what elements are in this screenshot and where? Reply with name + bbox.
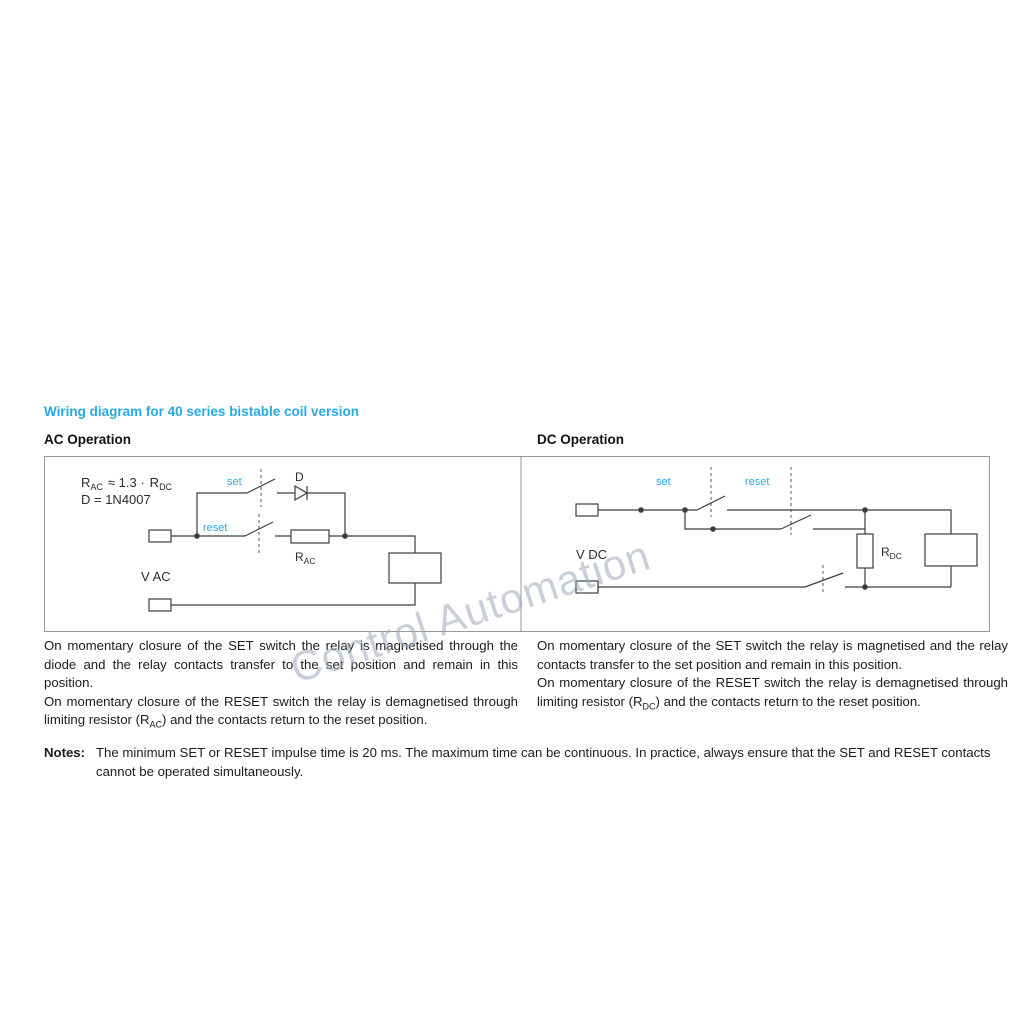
junction-dot (862, 584, 868, 590)
dc-input-terminal (575, 503, 599, 517)
ac-diode-label: D (295, 470, 304, 484)
notes-text: The minimum SET or RESET impulse time is… (96, 745, 991, 779)
dc-set-label: set (656, 476, 671, 488)
notes-section: Notes: The minimum SET or RESET impulse … (44, 744, 1008, 781)
ac-set-contact (246, 478, 276, 494)
dc-wires (598, 509, 952, 588)
notes-label: Notes: (44, 745, 86, 760)
dc-circuit-diagram: set reset RDC V DC (575, 467, 978, 594)
dc-paragraph-2: On momentary closure of the RESET switch… (537, 674, 1008, 711)
ac-diode (294, 484, 309, 502)
dc-paragraph-1: On momentary closure of the SET switch t… (537, 638, 1008, 672)
ac-input-terminal (148, 529, 172, 543)
ac-formula: RAC≈ 1.3 ·RDC (81, 475, 173, 492)
ac-description: On momentary closure of the SET switch t… (44, 637, 518, 730)
junction-dot (682, 507, 688, 513)
page-title: Wiring diagram for 40 series bistable co… (44, 404, 359, 419)
dc-bottom-contact (804, 572, 844, 588)
dc-set-contact (696, 495, 726, 511)
wiring-diagram-box: RAC≈ 1.3 ·RDC D = 1N4007 set reset D RAC… (44, 456, 990, 632)
dc-resistor-label: RDC (881, 545, 902, 561)
ac-resistor-label: RAC (295, 550, 315, 566)
dc-limiting-resistor (856, 533, 874, 569)
wiring-diagram-svg: RAC≈ 1.3 ·RDC D = 1N4007 set reset D RAC… (81, 457, 978, 631)
ac-circuit-diagram: RAC≈ 1.3 ·RDC D = 1N4007 set reset D RAC… (81, 469, 442, 612)
ac-supply-label: V AC (141, 569, 171, 584)
subscript: AC (149, 720, 163, 731)
dc-bottom-terminal (575, 580, 599, 594)
text-run: ) and the contacts return to the reset p… (655, 693, 921, 709)
dc-operation-title: DC Operation (537, 432, 625, 447)
ac-relay-coil (388, 552, 442, 584)
junction-dot (862, 507, 868, 513)
dc-description: On momentary closure of the SET switch t… (537, 637, 1008, 711)
junction-dot (638, 507, 644, 513)
ac-reset-contact (244, 521, 274, 537)
dc-reset-contact (780, 514, 812, 530)
ac-set-label: set (227, 476, 242, 488)
ac-reset-label: reset (203, 522, 227, 534)
junction-dot (194, 533, 200, 539)
ac-limiting-resistor (290, 529, 330, 544)
ac-paragraph-1: On momentary closure of the SET switch t… (44, 638, 518, 691)
dc-relay-coil (924, 533, 978, 567)
ac-operation-title: AC Operation (44, 432, 132, 447)
junction-dot (710, 526, 716, 532)
ac-diode-type: D = 1N4007 (81, 492, 151, 507)
junction-dot (342, 533, 348, 539)
text-run: On momentary closure of the RESET switch… (44, 693, 518, 728)
text-run: On momentary closure of the RESET switch… (537, 675, 1008, 709)
text-run: ) and the contacts return to the reset p… (162, 712, 428, 728)
ac-paragraph-2: On momentary closure of the RESET switch… (44, 693, 518, 730)
dc-reset-label: reset (745, 476, 769, 488)
ac-wires (171, 492, 416, 606)
dc-supply-label: V DC (576, 547, 607, 562)
ac-bottom-terminal (148, 598, 172, 612)
subscript: DC (642, 701, 656, 712)
